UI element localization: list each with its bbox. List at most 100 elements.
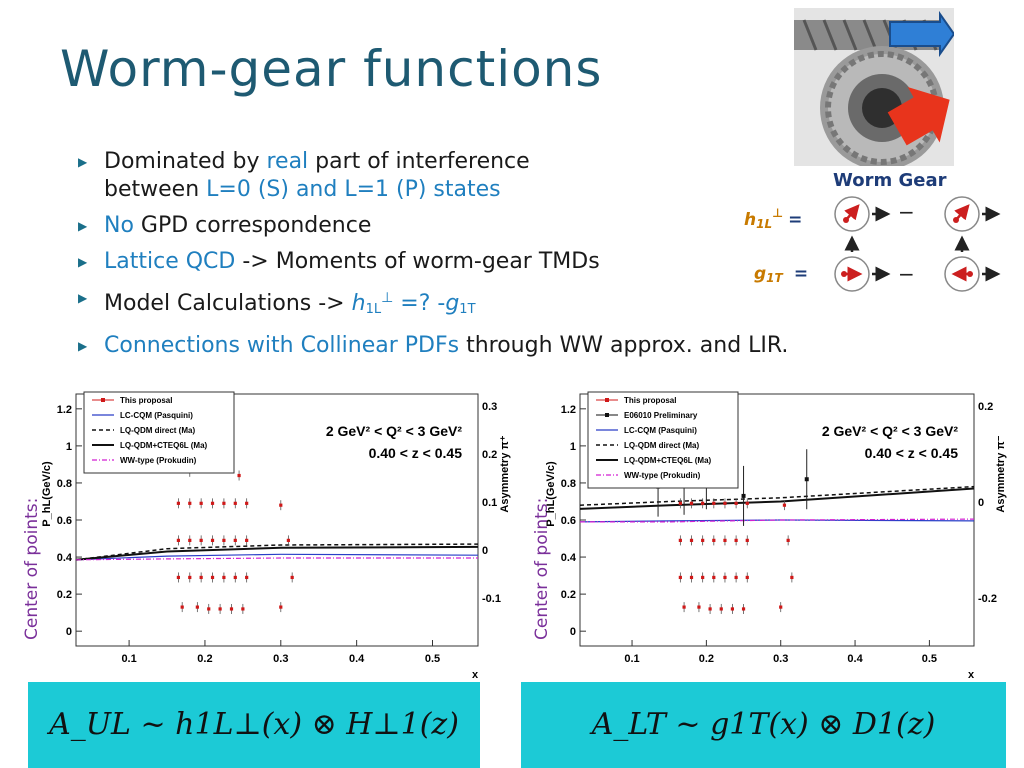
data-point — [180, 605, 184, 609]
legend-swatch-point — [605, 413, 609, 417]
data-point — [786, 538, 790, 542]
data-point — [222, 501, 226, 505]
data-point — [723, 501, 727, 505]
data-point — [188, 538, 192, 542]
curve-ww — [75, 557, 478, 561]
legend-label: LC-CQM (Pasquini) — [120, 411, 193, 420]
y-tick-label: 0.6 — [57, 515, 72, 527]
bullet-arrow-icon: ▶ — [78, 339, 88, 353]
y-tick-label: 1.2 — [561, 404, 576, 416]
annotation-q2: 2 GeV² < Q² < 3 GeV² — [326, 423, 463, 439]
bullet-3-text: -> Moments of worm-gear TMDs — [235, 249, 600, 274]
legend-label: LQ-QDM direct (Ma) — [624, 441, 699, 450]
bullet-5-connections: Connections with Collinear PDFs — [104, 333, 460, 358]
e06010-point — [804, 477, 809, 482]
data-point — [237, 473, 241, 478]
data-point — [723, 575, 727, 580]
curve-lq_cteq — [75, 545, 479, 561]
bullet-1-text: Dominated by — [104, 149, 267, 174]
x-tick-label: 0.2 — [699, 653, 714, 665]
data-point — [678, 538, 682, 542]
data-point — [233, 538, 237, 542]
data-point — [723, 538, 727, 542]
data-point — [745, 575, 749, 580]
bullet-2: ▶ No GPD correspondence — [78, 212, 898, 240]
bullet-4-g-sub: 1T — [459, 302, 476, 317]
data-point — [734, 575, 738, 580]
bullet-1-text-c: between — [104, 177, 207, 202]
y-right-axis-label: Asymmetry π⁺ — [499, 435, 511, 512]
formula-right-box: A_LT ~ g1T(x) ⊗ D1(z) — [521, 682, 1006, 768]
bullet-5-text: through WW approx. and LIR. — [459, 333, 789, 358]
bullet-2-text: GPD correspondence — [133, 213, 372, 238]
y-tick-label: 0.8 — [561, 478, 576, 490]
legend-swatch-point — [101, 398, 105, 402]
bullet-arrow-icon: ▶ — [78, 255, 88, 269]
h-letter: h — [744, 210, 757, 230]
curve-lq_direct — [75, 543, 479, 561]
data-point — [210, 575, 215, 580]
curve-ww — [580, 518, 975, 523]
data-point — [199, 501, 203, 505]
y-right-axis-label: Asymmetry π⁻ — [995, 435, 1007, 512]
x-tick-label: 0.1 — [624, 653, 639, 665]
data-point — [678, 575, 682, 580]
data-point — [741, 607, 746, 611]
data-point — [730, 607, 734, 611]
data-point — [708, 607, 712, 611]
worm-gear-icon — [794, 8, 956, 170]
data-point — [233, 501, 237, 505]
curve-lc_cqm — [75, 553, 479, 561]
y-tick-label: 0 — [66, 626, 72, 638]
bullet-list: ▶ Dominated by real part of interference… — [78, 148, 898, 368]
data-point — [176, 575, 180, 580]
x-tick-label: 0.4 — [349, 653, 365, 665]
worm-gear-label: Worm Gear — [833, 170, 947, 191]
bullet-3: ▶ Lattice QCD -> Moments of worm-gear TM… — [78, 248, 898, 276]
e06010-point — [741, 493, 746, 498]
g-sub: 1T — [766, 271, 783, 285]
x-tick-label: 0.1 — [121, 653, 136, 665]
data-point — [210, 501, 215, 505]
x-tick-label: 0.5 — [425, 653, 440, 665]
spin-diagram — [830, 192, 1010, 298]
annotation-q2: 2 GeV² < Q² < 3 GeV² — [822, 423, 959, 439]
data-point — [207, 607, 211, 611]
bullet-5: ▶ Connections with Collinear PDFs throug… — [78, 332, 898, 360]
y-right-tick-label: 0.1 — [482, 497, 497, 509]
legend-label: LQ-QDM+CTEQ6L (Ma) — [120, 441, 208, 450]
y-axis-label: P_hL(GeV/c) — [41, 461, 53, 527]
formula-right: A_LT ~ g1T(x) ⊗ D1(z) — [591, 707, 936, 742]
annotation-z: 0.40 < z < 0.45 — [865, 445, 959, 461]
spin-diagram-icon — [834, 196, 1001, 292]
curve-lq_direct — [579, 485, 975, 506]
data-point — [245, 538, 249, 542]
data-point — [689, 501, 694, 505]
bullet-2-no: No — [104, 213, 134, 238]
data-point — [790, 575, 794, 580]
y-tick-label: 0.6 — [561, 515, 576, 527]
bullet-1-real: real — [266, 149, 309, 174]
bullet-4-g: g — [445, 291, 460, 316]
data-point — [279, 605, 283, 609]
legend-label: This proposal — [120, 396, 172, 405]
data-point — [712, 501, 716, 505]
legend-label: LQ-QDM+CTEQ6L (Ma) — [624, 456, 712, 465]
data-point — [210, 538, 215, 542]
y-axis-label: P_hL(GeV/c) — [545, 461, 557, 527]
data-point — [701, 538, 705, 542]
data-point — [689, 575, 694, 580]
data-point — [701, 501, 705, 505]
y-tick-label: 0.4 — [561, 552, 577, 564]
legend-swatch-point — [605, 398, 609, 402]
legend-label: E06010 Preliminary — [624, 411, 698, 420]
g-letter: g — [754, 264, 767, 284]
bullet-4-text: Model Calculations -> — [104, 291, 352, 316]
legend-label: This proposal — [624, 396, 676, 405]
data-point — [195, 605, 199, 609]
bullet-1-text-b: part of interference — [308, 149, 530, 174]
y-tick-label: 1 — [66, 441, 72, 453]
data-point — [222, 538, 226, 542]
